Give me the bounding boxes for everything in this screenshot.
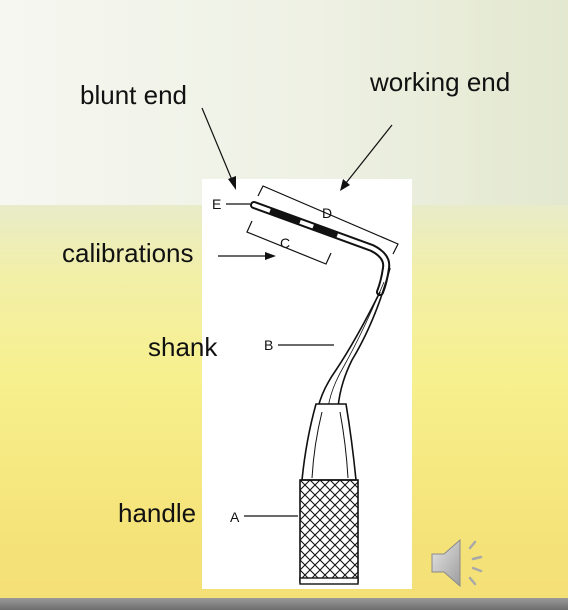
dimension-d-bracket [257, 185, 399, 255]
part-letter-e: E [212, 196, 222, 212]
arrow-calibrations [218, 252, 276, 260]
part-letter-b: B [264, 337, 274, 353]
arrow-blunt-end [201, 107, 236, 190]
dimension-c-bracket [246, 220, 332, 265]
label-calibrations: calibrations [62, 238, 194, 268]
background-top-band [0, 0, 568, 205]
speaker-icon[interactable] [428, 536, 490, 590]
background-bottom-bar [0, 598, 568, 610]
part-letter-c: C [280, 235, 291, 251]
part-letter-d: D [322, 205, 333, 221]
label-blunt-end: blunt end [80, 80, 187, 110]
probe-tip [250, 201, 391, 296]
instrument-handle [299, 403, 359, 585]
label-shank: shank [148, 332, 218, 362]
arrow-working-end [340, 124, 393, 191]
label-working-end: working end [370, 67, 511, 97]
instrument-shank [317, 267, 391, 409]
part-letter-a: A [230, 509, 240, 525]
label-handle: handle [118, 498, 197, 528]
